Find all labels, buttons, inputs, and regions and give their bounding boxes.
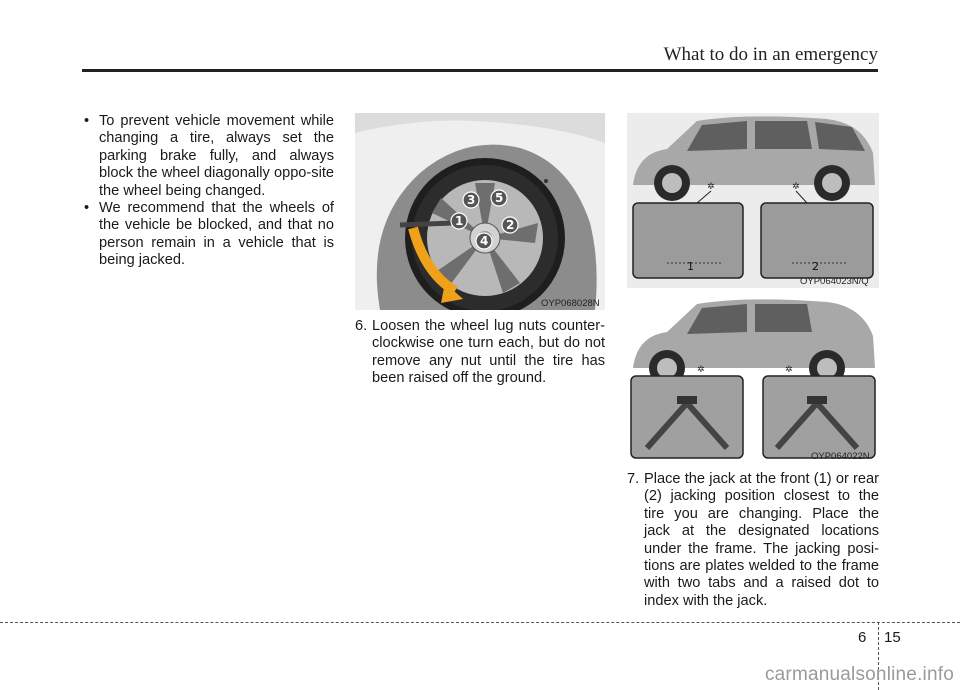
watermark: carmanualsonline.info (764, 664, 954, 685)
jacking-points-illustration: ✲ ✲ 1 2 (627, 113, 879, 288)
footer-divider (878, 622, 879, 690)
footer-rule (0, 622, 960, 623)
bullet-item: To prevent vehicle movement while changi… (82, 113, 334, 200)
wheel-illustration: 3 5 1 2 4 (355, 113, 605, 310)
jack-placement-illustration: ✲ ✲ (627, 288, 879, 463)
bullet-list: To prevent vehicle movement while changi… (82, 113, 334, 270)
bullet-item: We recommend that the wheels of the vehi… (82, 200, 334, 270)
svg-text:✲: ✲ (697, 365, 705, 375)
svg-text:✲: ✲ (785, 365, 793, 375)
figure-code: OYP064022N (811, 451, 870, 462)
page-number: 15 (884, 629, 901, 646)
middle-column: 6. Loosen the wheel lug nuts counter-clo… (355, 318, 605, 388)
step-text: Loosen the wheel lug nuts counter-clockw… (372, 318, 605, 387)
lug-label: 5 (495, 191, 503, 205)
jack-point-label: 1 (687, 260, 694, 273)
lug-label: 2 (506, 218, 514, 232)
wheel-figure: 3 5 1 2 4 (355, 113, 605, 310)
figure-code: OYP064023N/Q (800, 276, 869, 287)
header-rule (82, 69, 878, 72)
step-text: Place the jack at the front (1) or rear … (644, 471, 879, 609)
step-number: 7. (627, 471, 640, 487)
step-7: 7. Place the jack at the front (1) or re… (627, 471, 879, 610)
lug-label: 4 (480, 234, 488, 248)
step-6: 6. Loosen the wheel lug nuts counter-clo… (355, 318, 605, 388)
svg-text:✲: ✲ (707, 182, 715, 192)
jacking-points-figure: ✲ ✲ 1 2 (627, 113, 879, 288)
lug-label: 3 (467, 193, 475, 207)
right-column: 7. Place the jack at the front (1) or re… (627, 471, 879, 610)
section-title: What to do in an emergency (663, 44, 878, 65)
chapter-number: 6 (858, 629, 867, 646)
step-number: 6. (355, 318, 368, 334)
lug-label: 1 (455, 214, 463, 228)
jack-placement-figure: ✲ ✲ (627, 288, 879, 463)
svg-text:✲: ✲ (792, 182, 800, 192)
left-column: To prevent vehicle movement while changi… (82, 113, 334, 270)
figure-code: OYP068028N (541, 298, 600, 309)
jack-point-label: 2 (812, 260, 819, 273)
